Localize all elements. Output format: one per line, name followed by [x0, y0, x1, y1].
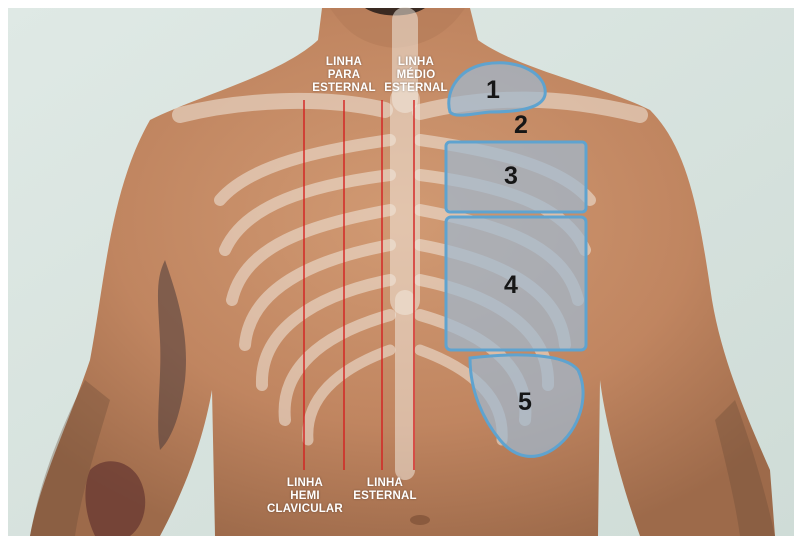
label-linha-esternal: LINHA ESTERNAL	[350, 477, 420, 503]
zone-number-3: 3	[504, 162, 518, 191]
zone-number-5: 5	[518, 388, 532, 417]
zone-number-4: 4	[504, 271, 518, 300]
label-linha-medio-esternal: LINHA MÉDIO ESTERNAL	[376, 56, 456, 95]
label-linha-hemi-clavicular: LINHA HEMI CLAVICULAR	[260, 477, 350, 516]
label-linha-para-esternal: LINHA PARA ESTERNAL	[308, 56, 380, 95]
zone-number-1: 1	[486, 76, 500, 105]
zone-number-2: 2	[514, 111, 528, 140]
